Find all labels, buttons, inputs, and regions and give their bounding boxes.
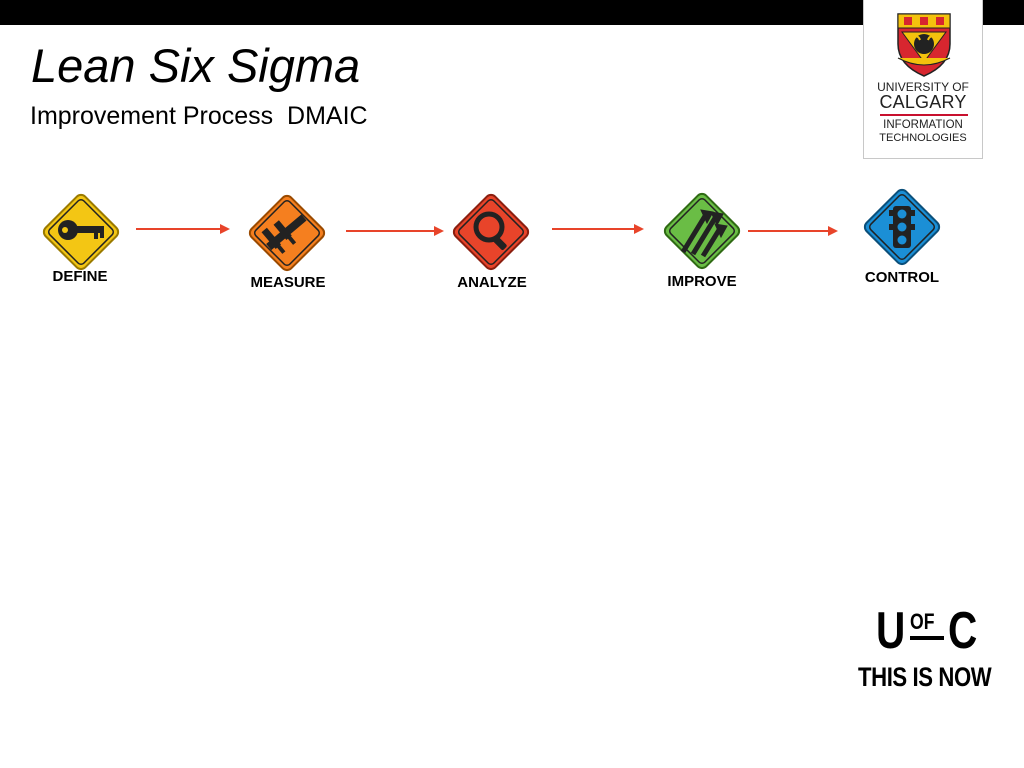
caliper-icon — [248, 194, 326, 272]
arrows-up-icon — [663, 192, 741, 270]
wordmark-underline — [910, 636, 944, 640]
uofc-wordmark: U OF C — [856, 605, 1001, 661]
step-label-analyze: ANALYZE — [457, 274, 527, 291]
top-black-bar — [0, 0, 1024, 25]
logo-divider — [880, 114, 968, 116]
step-label-measure: MEASURE — [250, 274, 326, 291]
arrow-define-measure — [136, 224, 230, 234]
step-improve — [657, 186, 747, 276]
wordmark-c: C — [948, 602, 978, 660]
wordmark-u: U — [876, 602, 906, 660]
step-define — [36, 187, 126, 277]
slide-title: Lean Six Sigma — [31, 39, 361, 92]
logo-line-information: INFORMATION — [883, 119, 963, 131]
slide-subtitle: Improvement Process DMAIC — [30, 102, 368, 130]
step-label-define: DEFINE — [52, 268, 108, 285]
arrow-improve-control — [748, 226, 838, 236]
brand-tagline: THIS IS NOW — [858, 662, 992, 692]
logo-line-technologies: TECHNOLOGIES — [879, 132, 967, 144]
traffic-light-icon — [863, 188, 941, 266]
wordmark-of: OF — [910, 609, 935, 634]
step-analyze — [446, 187, 536, 277]
step-control — [857, 182, 947, 272]
arrow-measure-analyze — [346, 226, 444, 236]
step-label-control: CONTROL — [864, 269, 940, 286]
logo-line-university: UNIVERSITY OF — [877, 80, 969, 94]
logo-line-calgary: CALGARY — [879, 92, 967, 112]
step-measure — [242, 188, 332, 278]
crest-icon — [897, 13, 951, 77]
university-logo: UNIVERSITY OF CALGARY INFORMATION TECHNO… — [863, 0, 983, 159]
arrow-analyze-improve — [552, 224, 644, 234]
step-label-improve: IMPROVE — [667, 273, 737, 290]
key-icon — [42, 193, 120, 271]
uofc-brand-logo: U OF C THIS IS NOW — [856, 605, 1001, 691]
magnifier-icon — [452, 193, 530, 271]
